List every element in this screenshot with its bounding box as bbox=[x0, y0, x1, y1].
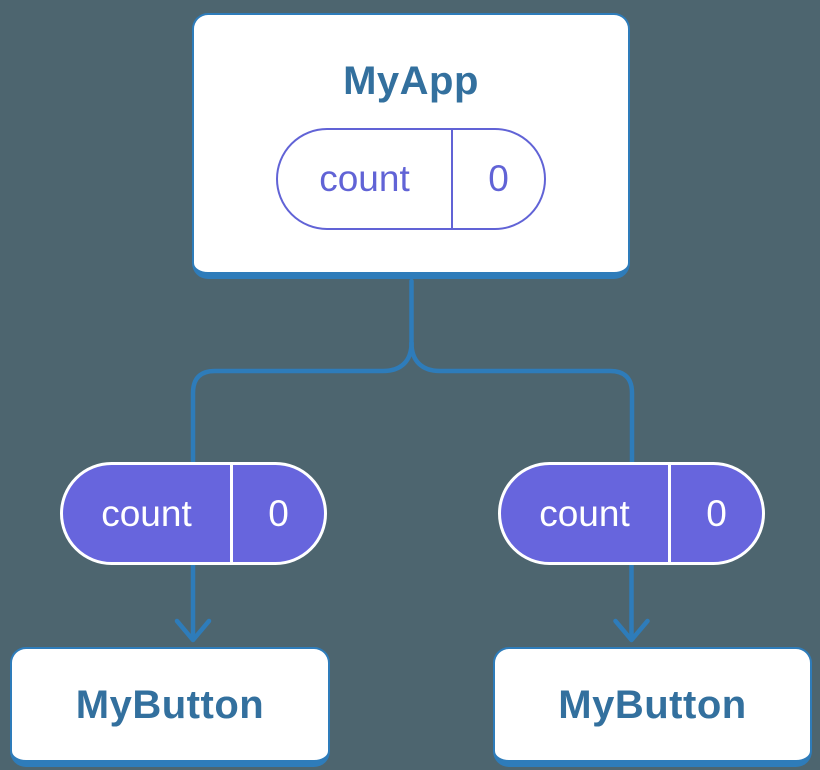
state-value: 0 bbox=[230, 465, 324, 562]
state-name-label: count bbox=[101, 493, 192, 534]
node-title: MyButton bbox=[75, 682, 265, 727]
node-mybutton-right: MyButton bbox=[493, 647, 812, 767]
branch-right-line bbox=[409, 340, 635, 465]
state-name-label: count bbox=[539, 493, 630, 534]
node-title: MyButton bbox=[558, 682, 747, 727]
node-myapp: MyApp count 0 bbox=[192, 13, 630, 279]
state-pill-root: count 0 bbox=[276, 127, 546, 230]
state-pill-left: count 0 bbox=[60, 462, 327, 565]
state-pill-right: count 0 bbox=[498, 462, 765, 565]
state-value: 0 bbox=[668, 465, 762, 562]
state-value: 0 bbox=[451, 129, 544, 228]
node-title: MyApp bbox=[343, 58, 479, 103]
node-mybutton-left: MyButton bbox=[10, 647, 330, 767]
state-name-label: count bbox=[319, 158, 410, 199]
arrow-down-right-icon bbox=[613, 561, 650, 643]
arrow-down-left-icon bbox=[174, 561, 212, 643]
branch-left-line bbox=[190, 340, 414, 465]
